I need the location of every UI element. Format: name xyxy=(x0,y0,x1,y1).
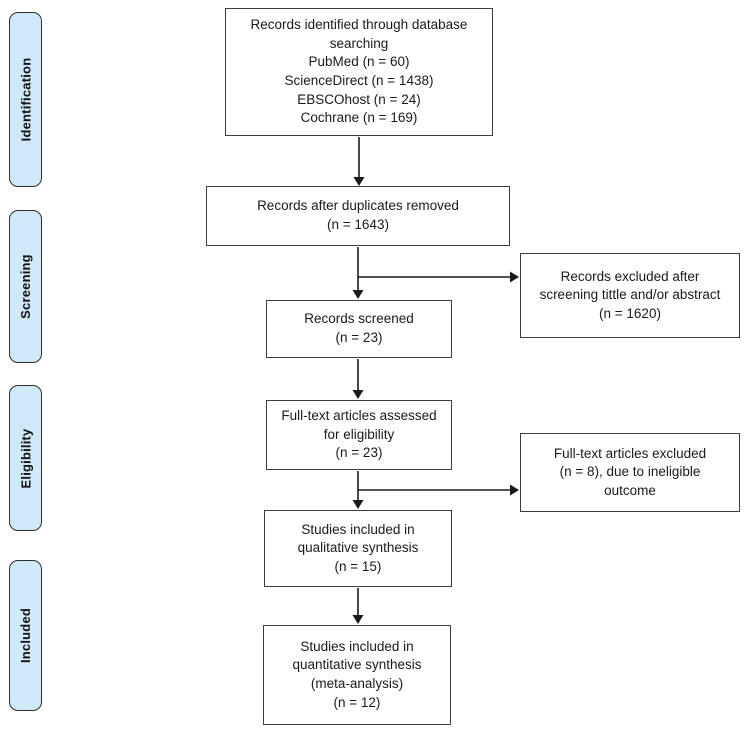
stage-label-text: Included xyxy=(18,607,33,664)
stage-label-identification: Identification xyxy=(9,12,42,187)
flow-box-text: Records identified through database sear… xyxy=(250,17,468,126)
arrow-fulltext-to-qualitative xyxy=(352,471,364,509)
stage-label-text: Identification xyxy=(18,57,34,142)
stage-label-included: Included xyxy=(9,560,42,711)
flow-box-records-excluded-screening: Records excluded after screening tittle … xyxy=(520,253,740,338)
flow-box-quantitative-synthesis: Studies included in quantitative synthes… xyxy=(263,625,451,725)
stage-label-eligibility: Eligibility xyxy=(9,385,42,531)
flow-box-text: Studies included in qualitative synthesi… xyxy=(297,521,419,574)
flow-box-records-identified: Records identified through database sear… xyxy=(225,8,493,136)
arrow-branch-to-excluded-screening xyxy=(358,271,519,283)
stage-label-text: Eligibility xyxy=(18,428,34,488)
flow-box-qualitative-synthesis: Studies included in qualitative synthesi… xyxy=(264,510,452,587)
flow-box-text: Studies included in quantitative synthes… xyxy=(292,638,422,710)
stage-label-screening: Screening xyxy=(9,210,42,363)
flow-box-text: Full-text articles excluded (n = 8), due… xyxy=(553,445,707,498)
flow-box-text: Records excluded after screening tittle … xyxy=(539,268,721,321)
arrow-branch-to-excluded-fulltext xyxy=(358,484,519,496)
arrow-identified-to-duplicates xyxy=(353,137,365,186)
stage-label-text: Screening xyxy=(18,254,33,319)
flow-box-duplicates-removed: Records after duplicates removed (n = 16… xyxy=(206,186,510,246)
flow-box-text: Records after duplicates removed (n = 16… xyxy=(257,198,459,232)
flow-box-fulltext-excluded: Full-text articles excluded (n = 8), due… xyxy=(520,433,740,512)
flow-box-text: Records screened (n = 23) xyxy=(304,311,414,345)
arrow-duplicates-to-screened xyxy=(352,247,364,299)
arrow-qualitative-to-quantitative xyxy=(352,588,364,624)
flow-box-fulltext-assessed: Full-text articles assessed for eligibil… xyxy=(266,400,452,470)
flow-box-text: Full-text articles assessed for eligibil… xyxy=(281,408,437,461)
flow-box-records-screened: Records screened (n = 23) xyxy=(266,300,452,358)
arrow-screened-to-fulltext xyxy=(352,359,364,399)
